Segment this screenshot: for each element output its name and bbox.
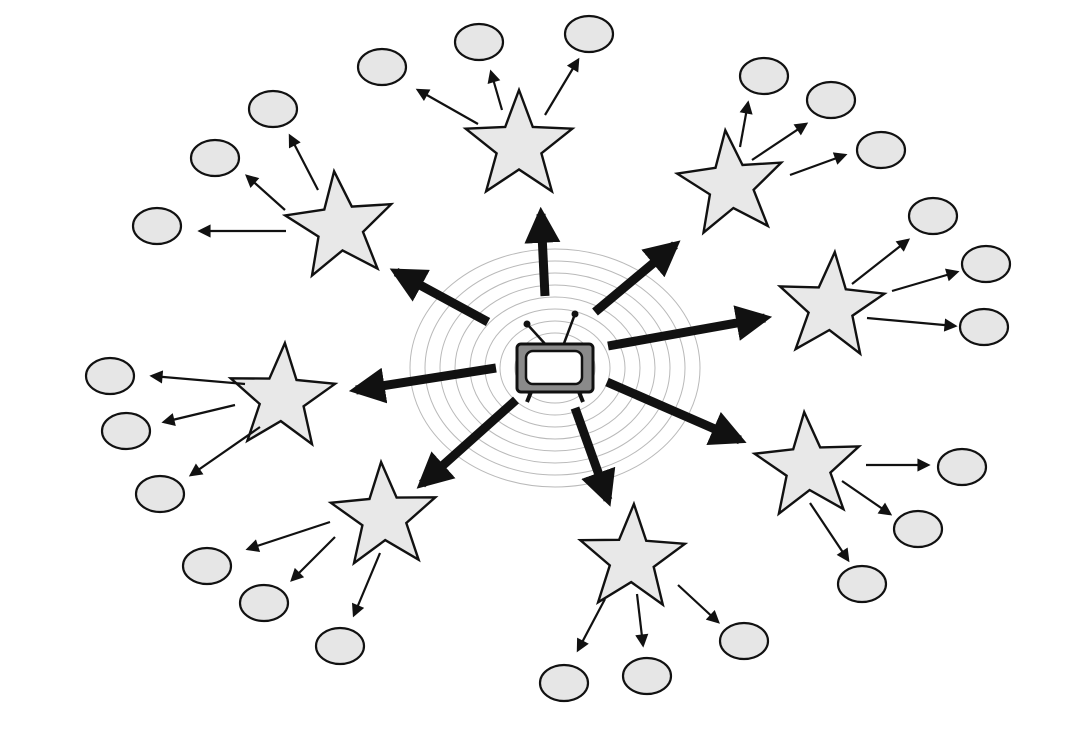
follower-circle <box>247 89 299 129</box>
influencer-star <box>327 458 439 566</box>
follower-arrow <box>188 426 261 477</box>
follower-circle <box>189 138 241 178</box>
broadcast-waves <box>409 248 701 488</box>
follower-circle <box>936 447 988 487</box>
follower-circle <box>314 626 366 666</box>
follower-arrow <box>544 57 580 116</box>
influencer-star <box>751 408 863 517</box>
broadcast-arrow <box>607 305 773 351</box>
follower-arrow <box>851 238 911 285</box>
follower-circle <box>855 130 907 170</box>
influencer-star <box>281 167 395 279</box>
follower-arrow <box>809 502 850 563</box>
follower-arrow <box>415 88 479 125</box>
follower-arrow <box>290 536 336 582</box>
follower-circle <box>84 356 136 396</box>
follower-circle <box>131 206 183 246</box>
follower-arrow <box>738 100 753 148</box>
follower-arrow <box>751 122 809 161</box>
influencer-star <box>776 248 888 357</box>
broadcast-arrow <box>389 268 491 326</box>
broadcast-arrow <box>605 377 747 445</box>
follower-arrow <box>635 593 649 648</box>
follower-arrow <box>149 370 246 386</box>
follower-circle <box>836 564 888 604</box>
broadcast-wave <box>499 320 611 416</box>
follower-arrow <box>487 69 504 111</box>
follower-arrow <box>866 316 958 332</box>
influencer-star <box>227 339 339 447</box>
broadcast-arrow <box>348 363 497 404</box>
follower-arrow <box>351 552 382 618</box>
follower-arrow <box>677 584 720 624</box>
follower-circle <box>621 656 673 696</box>
follower-circle <box>718 621 770 661</box>
broadcast-arrow <box>524 206 561 297</box>
broadcast-wave <box>409 248 701 488</box>
influencer-star <box>673 126 785 236</box>
follower-circle <box>238 583 290 623</box>
follower-arrow <box>576 598 606 653</box>
broadcast-wave <box>424 260 686 476</box>
follower-arrows <box>149 57 960 653</box>
follower-circle <box>134 474 186 514</box>
follower-circle <box>538 663 590 703</box>
follower-arrow <box>841 480 893 516</box>
follower-arrow <box>288 133 319 191</box>
broadcast-arrow <box>570 406 616 507</box>
follower-circle <box>356 47 408 87</box>
follower-arrow <box>161 403 236 426</box>
follower-circle <box>892 509 944 549</box>
broadcast-wave <box>454 284 656 452</box>
influencer-nodes <box>227 86 888 608</box>
follower-circle <box>738 56 790 96</box>
television-icon <box>515 310 595 403</box>
follower-circle <box>181 546 233 586</box>
hub-arrows <box>348 206 773 507</box>
follower-circle <box>563 14 615 54</box>
broadcast-arrow <box>416 396 519 489</box>
follower-arrow <box>789 152 848 177</box>
influencer-star <box>577 500 689 608</box>
influencer-star <box>462 86 576 195</box>
follower-circle <box>805 80 857 120</box>
follower-arrow <box>245 520 331 552</box>
broadcast-wave <box>439 272 671 464</box>
follower-circle <box>960 244 1012 284</box>
follower-circle <box>958 307 1010 347</box>
follower-circle <box>100 411 152 451</box>
follower-arrow <box>245 174 286 211</box>
broadcast-arrow <box>592 240 681 316</box>
follower-arrow <box>891 268 960 293</box>
follower-circle <box>907 196 959 236</box>
follower-circle <box>453 22 505 62</box>
follower-nodes <box>84 14 1012 703</box>
broadcast-wave <box>514 332 596 404</box>
